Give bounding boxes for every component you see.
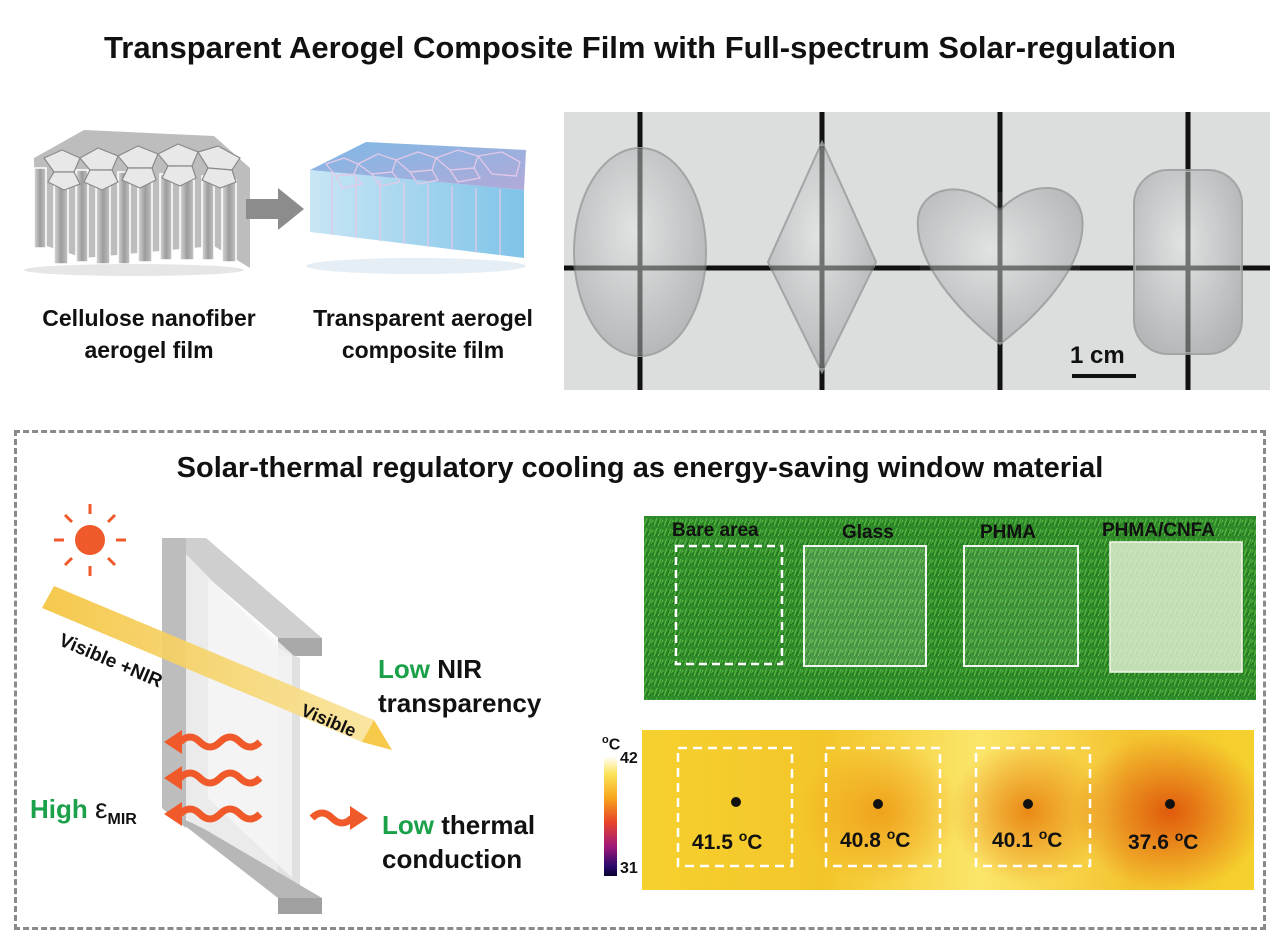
degree-symbol: o	[602, 734, 609, 746]
high-emissivity-label: High εMIR	[30, 792, 137, 837]
degree-symbol: o	[1174, 828, 1184, 844]
window-schematic	[42, 504, 392, 914]
sun-icon	[54, 504, 126, 576]
colorbar-unit: oC	[602, 734, 620, 754]
thermal-image	[642, 730, 1254, 890]
arrow-right-icon	[246, 188, 304, 230]
colorbar-max: 42	[620, 750, 638, 767]
caption-line: composite film	[341, 337, 505, 363]
degree-symbol: o	[738, 828, 748, 844]
scale-bar-label: 1 cm	[1070, 342, 1125, 369]
label-keyword: Low	[382, 810, 434, 840]
temp-unit: C	[1183, 831, 1199, 854]
caption-line: aerogel film	[84, 337, 214, 363]
temp-value: 40.8	[840, 829, 887, 852]
temp-label-glass: 40.8 oC	[840, 826, 910, 853]
caption-line: Transparent aerogel	[313, 305, 533, 331]
colorbar-min: 31	[620, 860, 638, 877]
label-keyword: High	[30, 794, 88, 824]
epsilon-symbol: ε	[95, 793, 108, 824]
composite-film-illustration	[306, 142, 526, 274]
sample-label-phma: PHMA	[980, 522, 1036, 543]
window-material-panel	[14, 430, 1266, 930]
label-text: transparency	[378, 688, 542, 718]
epsilon-subscript: MIR	[107, 811, 137, 828]
label-text: conduction	[382, 844, 523, 874]
section-title: Solar-thermal regulatory cooling as ener…	[176, 452, 1104, 484]
temp-value: 41.5	[692, 831, 739, 854]
grass-samples-photo	[644, 516, 1256, 700]
temp-unit: C	[1047, 829, 1063, 852]
temp-label-bare: 41.5 oC	[692, 828, 762, 855]
temp-value: 37.6	[1128, 831, 1175, 854]
sample-label-phma-cnfa: PHMA/CNFA	[1102, 520, 1215, 541]
temp-unit: C	[747, 831, 763, 854]
samples-photo	[564, 112, 1270, 390]
temp-value: 40.1	[992, 829, 1039, 852]
sample-label-bare: Bare area	[672, 520, 759, 541]
cellulose-aerogel-illustration	[24, 130, 250, 276]
unit-label: C	[608, 736, 621, 754]
low-thermal-label: Low thermal conduction	[382, 808, 535, 876]
low-nir-label: Low NIR transparency	[378, 652, 541, 720]
degree-symbol: o	[886, 826, 896, 842]
caption-line: Cellulose nanofiber	[42, 305, 256, 331]
page-title: Transparent Aerogel Composite Film with …	[104, 30, 1176, 65]
sample-label-glass: Glass	[842, 522, 894, 543]
label-keyword: Low	[378, 654, 430, 684]
cellulose-aerogel-caption: Cellulose nanofiber aerogel film	[18, 302, 280, 366]
temp-label-phma-cnfa: 37.6 oC	[1128, 828, 1198, 855]
heat-wave-icon	[309, 806, 368, 830]
heat-wave-icon	[177, 733, 263, 823]
degree-symbol: o	[1038, 826, 1048, 842]
temp-label-phma: 40.1 oC	[992, 826, 1062, 853]
colorbar	[604, 756, 617, 876]
label-text: thermal	[434, 810, 536, 840]
composite-film-caption: Transparent aerogel composite film	[288, 302, 558, 366]
temp-unit: C	[895, 829, 911, 852]
label-text: NIR	[430, 654, 482, 684]
